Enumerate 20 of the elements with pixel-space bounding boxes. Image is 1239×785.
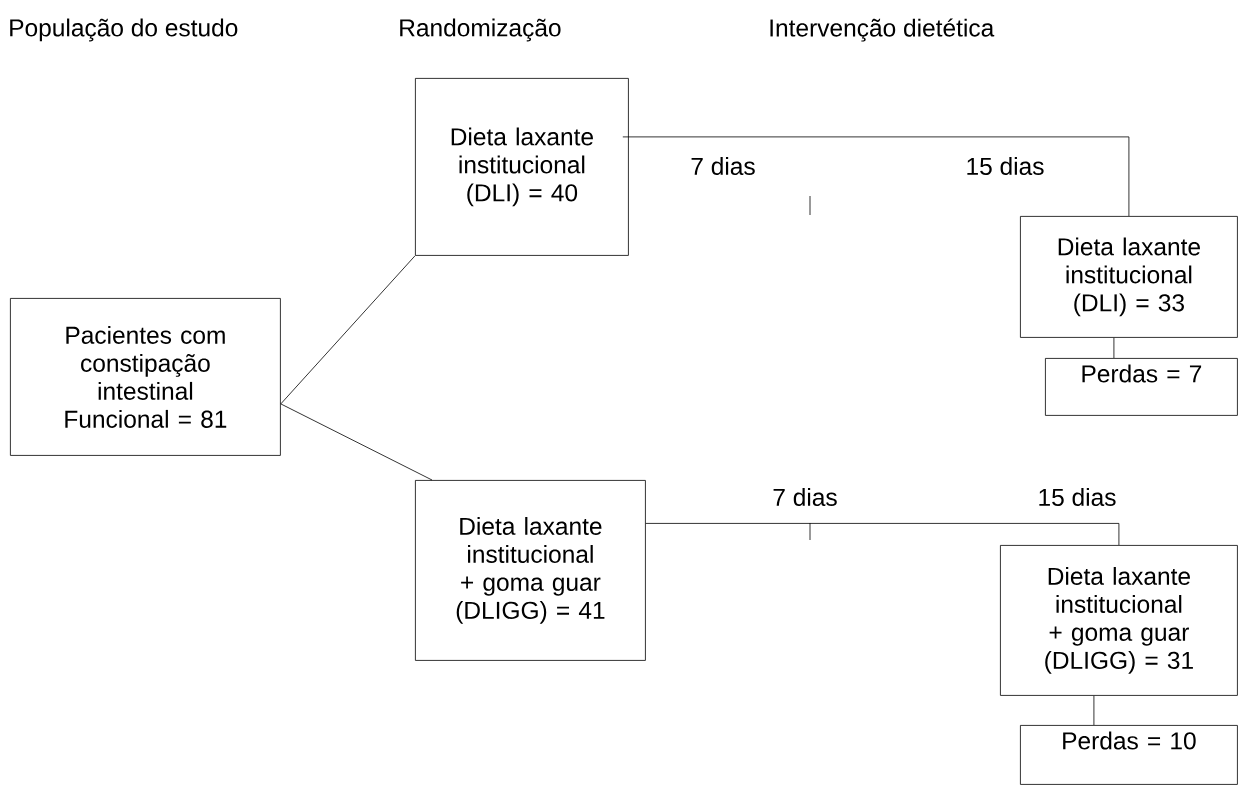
label-text: 7 dias	[691, 157, 755, 175]
process-box: Perdas = 7	[1045, 358, 1238, 416]
connector-line	[622, 136, 1130, 217]
label-text: 15 dias	[967, 157, 1044, 175]
connector-line	[280, 403, 433, 481]
connector-line	[1113, 337, 1115, 359]
label-text: Randomização	[400, 18, 561, 42]
label-text: População do estudo	[10, 18, 238, 42]
process-box: Dieta laxante institucional + goma guar (DLIGG) = 31	[1000, 545, 1238, 696]
process-box: Dieta laxante institucional (DLI) = 40	[415, 78, 629, 256]
process-box: Dieta laxante institucional + goma guar (DLIGG) = 41	[415, 480, 646, 661]
connector-line	[280, 255, 416, 405]
process-box: Dieta laxante institucional (DLI) = 33	[1020, 216, 1238, 338]
label-text: 7 dias	[773, 488, 837, 506]
label-text: 15 dias	[1039, 488, 1116, 506]
label-text: Intervenção dietética	[770, 18, 995, 42]
connector-line	[1093, 695, 1095, 726]
connector-line	[645, 523, 1120, 546]
process-box: Perdas = 10	[1020, 725, 1238, 785]
process-box: Pacientes com constipação intestinal Funcional = 81	[10, 298, 281, 456]
